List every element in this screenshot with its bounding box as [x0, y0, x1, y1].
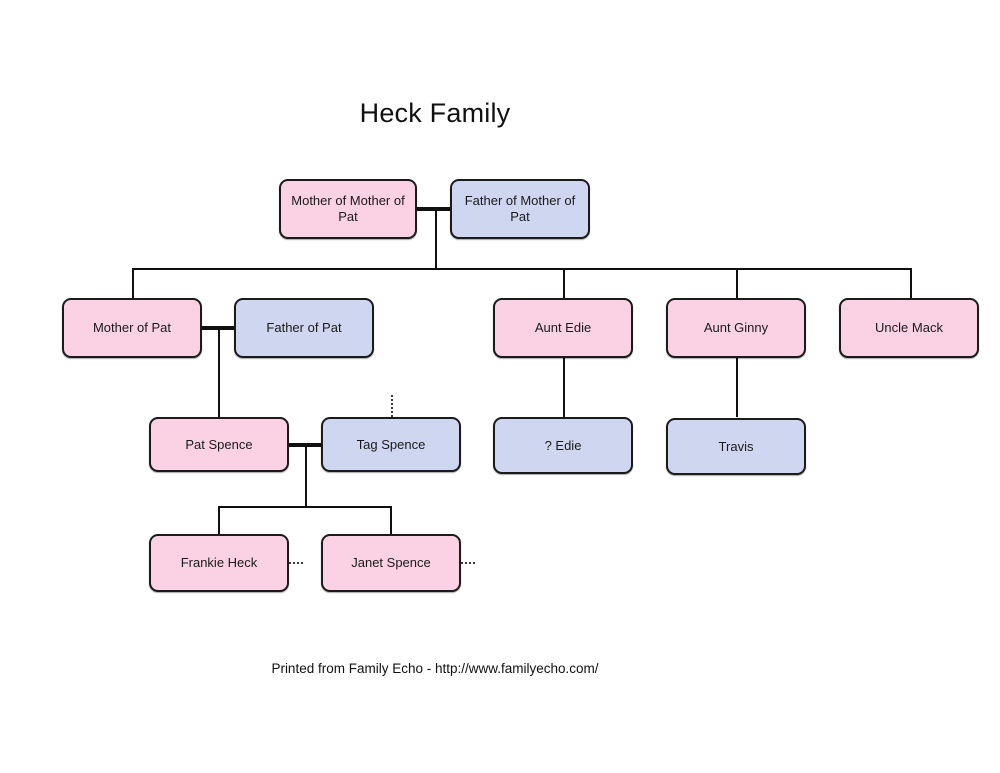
descent-stem-grandparents	[435, 207, 437, 269]
expander-dotted-tag-spence[interactable]	[391, 395, 393, 417]
link-aunt-ginny-to-travis	[736, 358, 738, 417]
person-box-father-of-pat[interactable]: Father of Pat	[234, 298, 374, 358]
person-box-mother-of-mother-of-pat[interactable]: Mother of Mother of Pat	[279, 179, 417, 239]
person-box-uncle-mack[interactable]: Uncle Mack	[839, 298, 979, 358]
drop-to-janet-spence	[390, 506, 392, 534]
page-title: Heck Family	[359, 98, 511, 128]
drop-to-frankie-heck	[218, 506, 220, 534]
person-box-janet-spence[interactable]: Janet Spence	[321, 534, 461, 592]
drop-to-mother-of-pat	[132, 268, 134, 298]
person-box-tag-spence[interactable]: Tag Spence	[321, 417, 461, 472]
person-label: Tag Spence	[356, 436, 426, 452]
person-box-mother-of-pat[interactable]: Mother of Pat	[62, 298, 202, 358]
expander-dotted-frankie-heck[interactable]	[289, 562, 303, 564]
person-label: ? Edie	[544, 437, 582, 453]
person-label: Frankie Heck	[180, 555, 258, 571]
sibling-bar-gen2	[132, 268, 912, 270]
person-box-travis[interactable]: Travis	[666, 418, 806, 475]
person-label: Travis	[718, 438, 754, 454]
expander-dotted-janet-spence[interactable]	[461, 562, 475, 564]
person-label: Janet Spence	[351, 555, 431, 571]
person-label: Aunt Ginny	[703, 320, 769, 336]
link-aunt-edie-to-q-edie	[563, 358, 565, 417]
descent-stem-pats-parents	[218, 326, 220, 421]
person-box-aunt-edie[interactable]: Aunt Edie	[493, 298, 633, 358]
drop-to-uncle-mack	[910, 268, 912, 298]
person-box-pat-spence[interactable]: Pat Spence	[149, 417, 289, 472]
person-label: Father of Pat	[266, 320, 342, 336]
descent-stem-pat-tag	[305, 443, 307, 506]
person-label: Mother of Pat	[92, 320, 172, 336]
sibling-bar-gen4	[218, 506, 392, 508]
person-label: Uncle Mack	[875, 320, 943, 336]
drop-to-aunt-edie	[563, 268, 565, 298]
person-label: Mother of Mother of Pat	[291, 193, 405, 224]
footer-credit: Printed from Family Echo - http://www.fa…	[271, 661, 599, 676]
person-label: Pat Spence	[185, 436, 253, 452]
person-box-frankie-heck[interactable]: Frankie Heck	[149, 534, 289, 592]
person-box-father-of-mother-of-pat[interactable]: Father of Mother of Pat	[450, 179, 590, 239]
person-label: Aunt Edie	[534, 320, 592, 336]
person-label: Father of Mother of Pat	[464, 193, 576, 224]
person-box-aunt-ginny[interactable]: Aunt Ginny	[666, 298, 806, 358]
union-bar-grandparents	[414, 207, 460, 211]
person-box-q-edie[interactable]: ? Edie	[493, 417, 633, 474]
drop-to-aunt-ginny	[736, 268, 738, 298]
